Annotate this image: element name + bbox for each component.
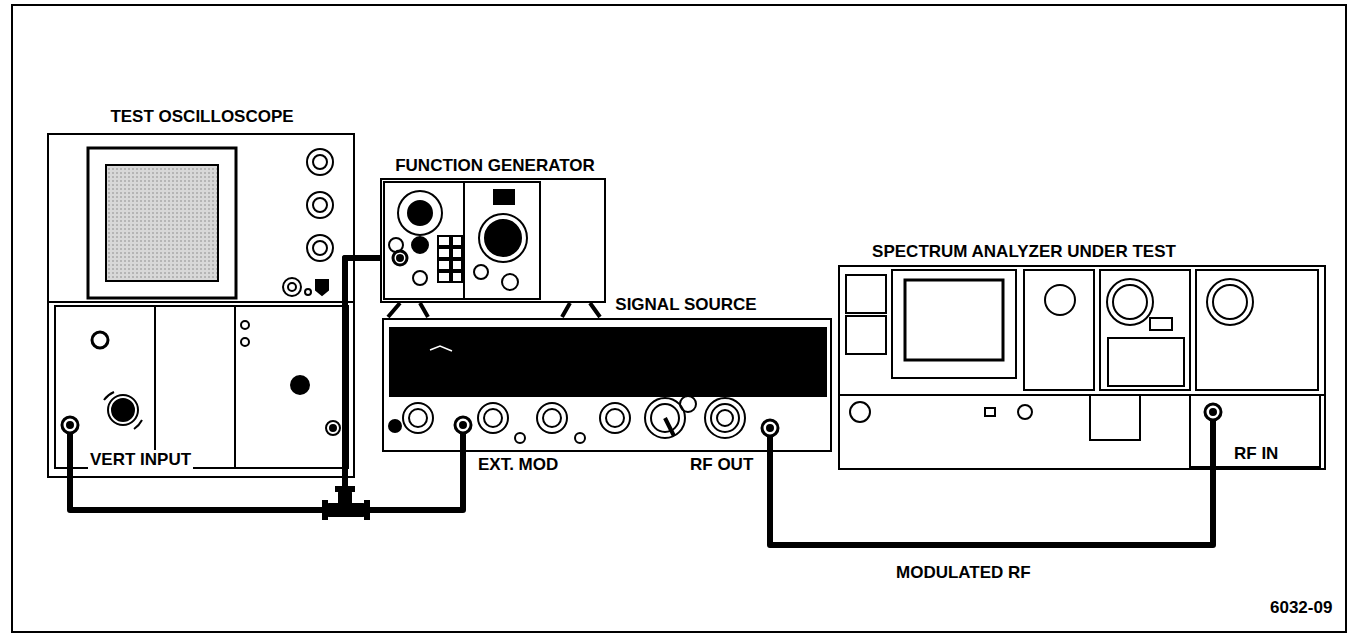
instrument-box: FUNCTION GENERATOR — [380, 178, 606, 303]
instrument-name: SPECTRUM ANALYZER UNDER TEST — [872, 242, 1176, 262]
figure-number: 6032-09 — [1268, 598, 1334, 618]
connector-name: RF OUT — [688, 455, 755, 475]
cable — [70, 258, 380, 510]
cable — [345, 258, 463, 510]
instrument-name: FUNCTION GENERATOR — [395, 156, 595, 176]
instrument-name: TEST OSCILLOSCOPE — [110, 107, 293, 127]
outer-frame — [12, 5, 1346, 632]
spectrum-analyzer-drawing — [838, 270, 1326, 470]
oscilloscope-drawing — [47, 148, 355, 478]
cable-label: MODULATED RF — [893, 563, 1034, 583]
function-generator-drawing — [384, 182, 600, 317]
instrument-box: SIGNAL SOURCE — [382, 318, 832, 452]
instrument-box: TEST OSCILLOSCOPE — [47, 133, 355, 478]
instrument-name: SIGNAL SOURCE — [615, 295, 756, 315]
connector-name: RF IN — [1232, 444, 1280, 464]
signal-source-drawing — [389, 328, 826, 452]
instrument-box: SPECTRUM ANALYZER UNDER TEST — [838, 265, 1326, 470]
connector-name: EXT. MOD — [476, 455, 560, 475]
cable — [770, 452, 1213, 545]
connector-name: VERT INPUT — [88, 450, 193, 470]
